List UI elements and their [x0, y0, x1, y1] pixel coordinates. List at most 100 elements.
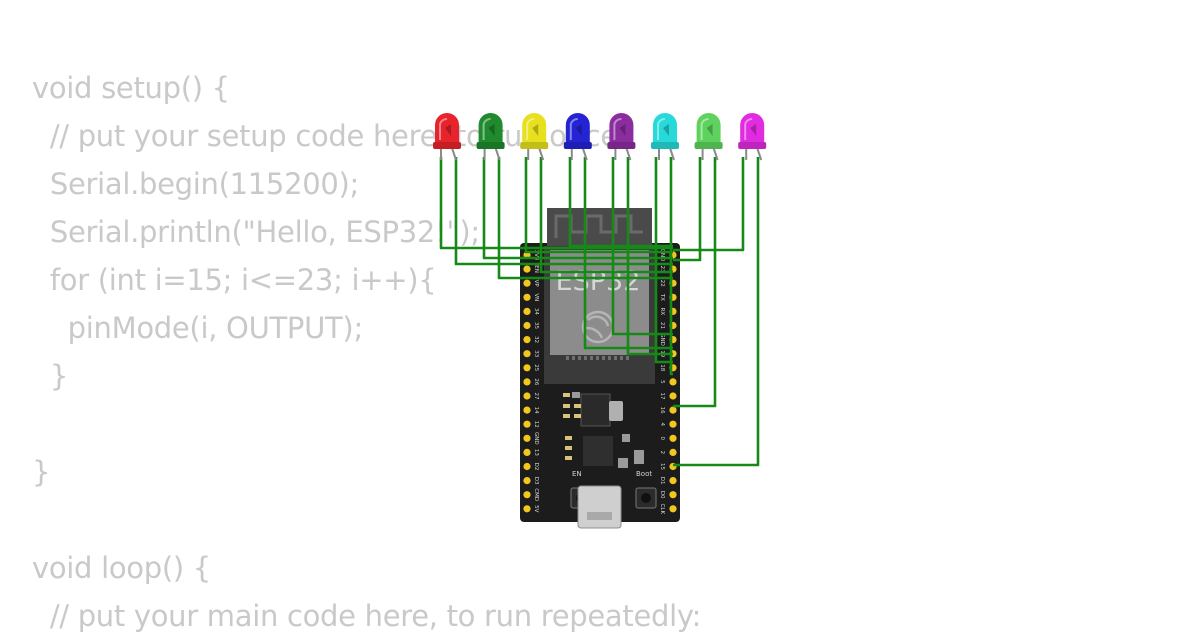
pin-label: 35 [533, 322, 539, 329]
led-yellow[interactable] [520, 113, 549, 161]
wire[interactable] [497, 157, 673, 280]
pin-label: D3 [533, 477, 539, 485]
pin-label: 4 [659, 422, 665, 426]
wire[interactable] [568, 157, 673, 248]
led-cyan[interactable] [651, 113, 679, 161]
led-purple[interactable] [607, 113, 636, 161]
wire[interactable] [482, 157, 673, 260]
reset-chip [609, 401, 623, 421]
pin-label: 21 [659, 322, 665, 329]
wire[interactable] [673, 157, 760, 467]
voltage-regulator [580, 393, 611, 427]
wires [439, 157, 760, 467]
pin-label: TX [659, 293, 665, 301]
code-line: // put your main code here, to run repea… [32, 599, 702, 633]
pin-label: 22 [659, 280, 665, 287]
wire[interactable] [439, 157, 673, 250]
led-magenta[interactable] [738, 113, 767, 161]
pin-label: EN [533, 265, 539, 273]
pin-label: VN [533, 293, 539, 301]
led-red[interactable] [433, 113, 461, 161]
pin-17[interactable] [669, 392, 677, 400]
boot-label: Boot [636, 470, 652, 478]
pin-label: GND [533, 432, 539, 445]
wire[interactable] [654, 157, 673, 364]
pin-32[interactable] [523, 336, 531, 344]
left-pin-header: 3V3ENVPVN343532332526271412GND13D2D3CMD5… [523, 250, 539, 513]
micro-usb-port[interactable] [577, 485, 622, 529]
code-line: for (int i=15; i<=23; i++){ [32, 263, 437, 297]
pin-D0[interactable] [669, 491, 677, 499]
pin-label: D1 [659, 477, 665, 485]
led-green[interactable] [476, 113, 505, 161]
pin-label: 12 [533, 421, 539, 428]
pin-5[interactable] [669, 378, 677, 386]
pin-label: 0 [659, 437, 665, 441]
wire[interactable] [669, 157, 673, 376]
pin-D3[interactable] [523, 477, 531, 485]
pin-label: 34 [533, 308, 539, 315]
en-label: EN [572, 470, 582, 478]
pin-label: 17 [659, 393, 665, 400]
pin-label: 5V [533, 505, 539, 512]
pin-34[interactable] [523, 307, 531, 315]
pin-CMD[interactable] [523, 491, 531, 499]
pin-label: CMD [533, 488, 539, 501]
pin-13[interactable] [523, 448, 531, 456]
wire[interactable] [673, 157, 717, 408]
pin-D1[interactable] [669, 477, 677, 485]
boot-button-cap[interactable] [641, 493, 651, 503]
led-light-green[interactable] [694, 113, 723, 161]
pin-14[interactable] [523, 406, 531, 414]
wire[interactable] [626, 157, 673, 356]
pin-label: RX [659, 308, 665, 316]
wire[interactable] [454, 157, 673, 266]
module-can [550, 250, 649, 355]
pin-12[interactable] [523, 420, 531, 428]
esp32-devkit-board[interactable]: ESP32 EN Boot 3V3ENVPVN34353233252627141… [520, 208, 680, 529]
pin-CLK[interactable] [669, 505, 677, 513]
pin-27[interactable] [523, 392, 531, 400]
pin-D2[interactable] [523, 462, 531, 471]
usb-uart-chip [583, 436, 613, 466]
pin-label: CLK [659, 504, 665, 515]
wire[interactable] [524, 157, 673, 254]
wire[interactable] [673, 157, 702, 262]
pin-label: D2 [533, 463, 539, 471]
pin-VP[interactable] [523, 279, 531, 287]
pin-0[interactable] [669, 434, 677, 442]
pin-GND[interactable] [523, 434, 531, 442]
pin-label: 14 [533, 407, 539, 414]
smd-grey-parts [572, 392, 644, 468]
pin-VN[interactable] [523, 293, 531, 301]
pin-EN[interactable] [523, 265, 531, 273]
pin-label: GND [659, 249, 665, 262]
pin-label: 18 [659, 364, 665, 371]
pin-16[interactable] [669, 406, 677, 414]
code-line: } [32, 455, 51, 489]
code-editor-text: void setup() { // put your setup code he… [32, 64, 701, 640]
code-line: } [32, 359, 68, 393]
pin-label: VP [533, 280, 539, 288]
wire[interactable] [583, 157, 673, 350]
code-line: // put your setup code here, to run once… [32, 119, 628, 153]
pin-35[interactable] [523, 321, 531, 330]
pin-33[interactable] [523, 350, 531, 358]
micro-usb-opening [587, 512, 612, 520]
pin-4[interactable] [669, 420, 677, 428]
code-line: void loop() { [32, 551, 211, 585]
smd-components [563, 393, 581, 460]
pin-label: 33 [533, 350, 539, 357]
led-blue[interactable] [563, 113, 592, 161]
leds [433, 113, 767, 161]
pin-25[interactable] [523, 364, 531, 372]
pin-2[interactable] [669, 448, 677, 456]
pin-label: GND [659, 333, 665, 346]
wire[interactable] [673, 157, 745, 252]
module-pads [566, 356, 629, 360]
pin-5V[interactable] [523, 505, 531, 513]
wire[interactable] [611, 157, 673, 336]
pin-label: 25 [533, 364, 539, 371]
pin-26[interactable] [523, 378, 531, 386]
